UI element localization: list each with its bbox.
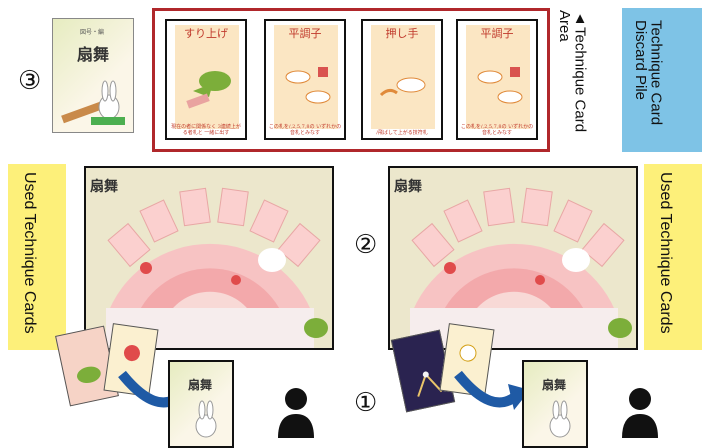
- technique-card-title: 押し手: [363, 25, 441, 41]
- left-used-technique-label: Used Technique Cards: [20, 172, 37, 342]
- deck-logo: 扇舞: [188, 376, 212, 393]
- fan-of-cards-illustration: [86, 168, 334, 350]
- rabbit-icon: [538, 400, 578, 440]
- right-player-deck[interactable]: 扇舞: [522, 360, 588, 448]
- left-used-technique-area[interactable]: Used Technique Cards: [8, 164, 66, 350]
- marker-one: ①: [354, 388, 377, 418]
- technique-card-4[interactable]: 平調子 この札を/,2,5,7,8の いずれかの音札とみなす: [456, 19, 538, 140]
- fan-of-cards-illustration: [390, 168, 638, 350]
- right-used-technique-label: Used Technique Cards: [656, 172, 673, 342]
- technique-card-title: すり上げ: [167, 25, 245, 41]
- technique-card-3[interactable]: 押し手 /飛ばして上がる技符札: [361, 19, 443, 140]
- deck-logo: 扇舞: [542, 376, 566, 393]
- technique-card-title: 平調子: [458, 25, 536, 41]
- technique-card-1[interactable]: すり上げ 現在の者に関係なく 3連続上がる者札と 一緒に出す: [165, 19, 247, 140]
- right-player-person-icon: [620, 386, 660, 438]
- rabbit-leap-illustration: [375, 61, 435, 111]
- technique-card-title: 平調子: [266, 25, 344, 41]
- board-logo: 扇舞: [90, 176, 118, 196]
- draw-deck-card[interactable]: 図号・編 扇舞: [52, 18, 134, 133]
- technique-card-area-label: ▲Technique Card Area: [556, 10, 588, 150]
- board-logo: 扇舞: [394, 176, 422, 196]
- left-player-person-icon: [276, 386, 316, 438]
- discard-pile[interactable]: Technique Card Discard Pile: [622, 8, 702, 152]
- deck-logo: 扇舞: [77, 41, 109, 65]
- left-player-board[interactable]: 扇舞: [84, 166, 334, 350]
- deck-small-text: 図号・編: [80, 27, 104, 36]
- discard-pile-label: Technique Card Discard Pile: [632, 20, 664, 144]
- technique-card-text: /飛ばして上がる技符札: [365, 130, 439, 136]
- rabbit-illustration: [278, 61, 338, 111]
- technique-card-2[interactable]: 平調子 この札を/,2,5,7,8の いずれかの音札とみなす: [264, 19, 346, 140]
- marker-three: ③: [18, 66, 41, 96]
- rabbit-illustration: [470, 61, 530, 111]
- marker-two: ②: [354, 230, 377, 260]
- bird-illustration: [179, 61, 239, 111]
- right-used-technique-area[interactable]: Used Technique Cards: [644, 164, 702, 350]
- right-player-board[interactable]: 扇舞: [388, 166, 638, 350]
- technique-card-text: この札を/,2,5,7,8の いずれかの音札とみなす: [460, 124, 534, 136]
- rabbit-koto-illustration: [61, 77, 127, 127]
- rabbit-icon: [184, 400, 224, 440]
- left-player-deck[interactable]: 扇舞: [168, 360, 234, 448]
- technique-card-text: 現在の者に関係なく 3連続上がる者札と 一緒に出す: [169, 124, 243, 136]
- technique-card-text: この札を/,2,5,7,8の いずれかの音札とみなす: [268, 124, 342, 136]
